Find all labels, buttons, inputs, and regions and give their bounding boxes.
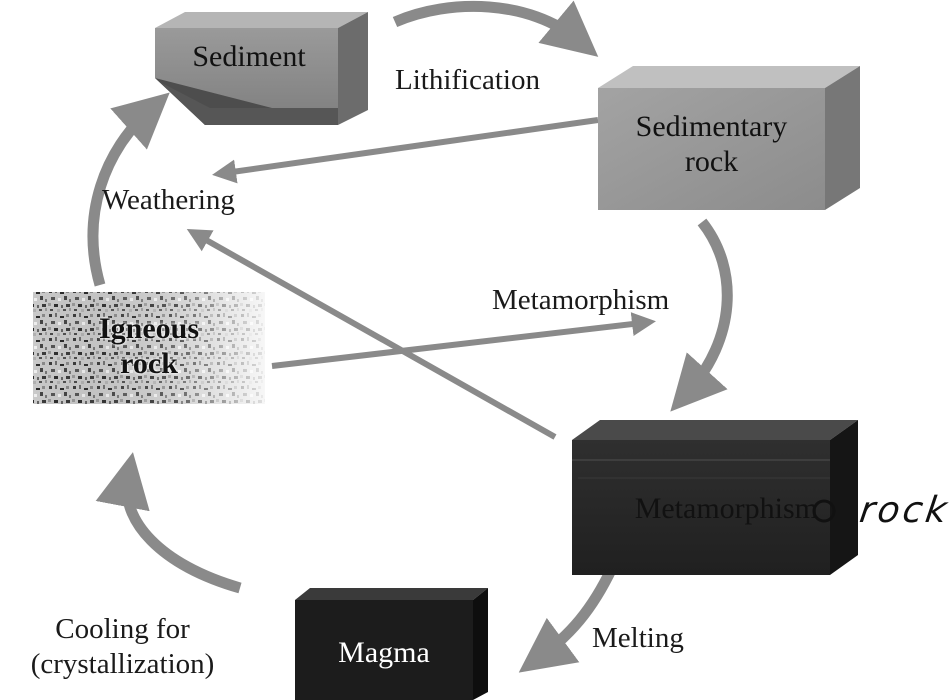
weathering-label: Weathering <box>102 184 235 216</box>
sediment-block <box>155 12 368 125</box>
arrow-lithification <box>392 0 599 57</box>
arrow-sedimentary-to-metamorphic <box>670 218 733 412</box>
sedimentary-rock-label: Sedimentary rock <box>598 110 825 179</box>
arrow-igneous-to-sediment <box>87 92 170 287</box>
sedimentary-rock-label-line2: rock <box>684 144 739 178</box>
handwritten-mark <box>812 499 836 523</box>
cooling-label: Cooling for (crystallization) <box>20 612 225 683</box>
igneous-rock-label-line1: Igneous <box>98 312 200 345</box>
metamorphism-label: Metamorphism <box>492 284 670 316</box>
igneous-rock-label-line2: rock <box>120 346 178 380</box>
sedimentary-rock-label-line1: Sedimentary <box>635 110 788 143</box>
sedimentary-rock-block <box>598 66 860 210</box>
arrow-melting <box>518 565 617 673</box>
igneous-rock-label: Igneous rock <box>33 312 265 381</box>
igneous-rock-block <box>33 292 265 404</box>
lithification-label: Lithification <box>395 64 540 96</box>
handwritten-rock-label: rock <box>857 490 950 531</box>
arrow-sedimentary-weathering <box>212 117 599 184</box>
cooling-label-line1: Cooling for <box>55 613 190 645</box>
arrow-cooling <box>95 452 242 594</box>
melting-label: Melting <box>592 622 684 654</box>
magma-label: Magma <box>338 636 430 669</box>
metamorphic-rock-block <box>572 420 858 575</box>
magma-block <box>295 588 488 700</box>
metamorphic-rock-label: Metamorphism <box>634 492 818 525</box>
sediment-label: Sediment <box>192 40 306 73</box>
cooling-label-line2: (crystallization) <box>30 648 215 681</box>
arrow-metamorphic-weathering <box>186 229 557 440</box>
arrow-igneous-metamorphism <box>271 312 656 369</box>
